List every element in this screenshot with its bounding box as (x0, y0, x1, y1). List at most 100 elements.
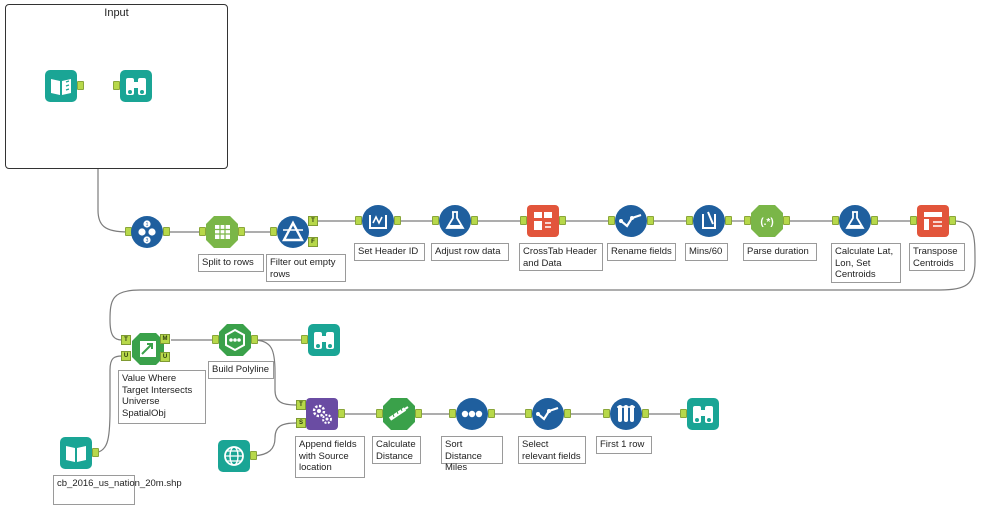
target-anchor[interactable]: T (296, 400, 306, 410)
output-anchor[interactable] (338, 409, 345, 418)
record-id-icon: 1 3 (131, 216, 163, 248)
crosstab-tool[interactable] (527, 205, 559, 237)
formula-tool[interactable] (693, 205, 725, 237)
output-anchor[interactable] (949, 216, 956, 225)
multi-row-formula-tool[interactable] (362, 205, 394, 237)
input-data-tool[interactable] (45, 70, 77, 102)
regex-icon: (.*) (751, 205, 783, 237)
input-anchor[interactable] (212, 335, 219, 344)
tool-annotation: Parse duration (743, 243, 817, 261)
tool-annotation: Split to rows (198, 254, 264, 272)
regex-tool[interactable]: (.*) (751, 205, 783, 237)
input-anchor[interactable] (910, 216, 917, 225)
input-anchor[interactable] (199, 227, 206, 236)
record-id-tool[interactable]: 1 3 (131, 216, 163, 248)
spatial-object-input-tool[interactable] (218, 440, 250, 472)
input-anchor[interactable] (301, 335, 308, 344)
distance-tool[interactable] (383, 398, 415, 430)
unmatched-anchor[interactable]: U (160, 352, 170, 362)
output-anchor[interactable] (783, 216, 790, 225)
sort-tool[interactable] (456, 398, 488, 430)
select-tool[interactable] (615, 205, 647, 237)
binoculars-icon (687, 398, 719, 430)
test-tubes-icon (610, 398, 642, 430)
output-anchor[interactable] (394, 216, 401, 225)
output-anchor[interactable] (871, 216, 878, 225)
flask-icon (439, 205, 471, 237)
tool-annotation: Calculate Lat, Lon, Set Centroids (831, 243, 901, 283)
browse-tool[interactable] (308, 324, 340, 356)
globe-icon (218, 440, 250, 472)
formula-tool[interactable] (839, 205, 871, 237)
browse-tool[interactable] (120, 70, 152, 102)
checkmark-icon (532, 398, 564, 430)
formula-tool[interactable] (439, 205, 471, 237)
input-data-tool[interactable] (60, 437, 92, 469)
sample-tool[interactable] (610, 398, 642, 430)
matched-anchor[interactable]: M (160, 334, 170, 344)
input-anchor[interactable] (270, 227, 277, 236)
universe-anchor[interactable]: U (121, 351, 131, 361)
browse-tool[interactable] (687, 398, 719, 430)
book-icon (45, 70, 77, 102)
output-anchor[interactable] (559, 216, 566, 225)
connection (249, 422, 297, 457)
transpose-tool[interactable] (917, 205, 949, 237)
input-anchor[interactable] (680, 409, 687, 418)
target-anchor[interactable]: T (121, 335, 131, 345)
output-anchor[interactable] (488, 409, 495, 418)
input-anchor[interactable] (520, 216, 527, 225)
tool-annotation: First 1 row (596, 436, 652, 454)
spatial-match-tool[interactable] (132, 333, 164, 365)
tool-annotation: Adjust row data (431, 243, 509, 261)
input-anchor[interactable] (603, 409, 610, 418)
filter-tool[interactable] (277, 216, 309, 248)
input-anchor[interactable] (744, 216, 751, 225)
input-anchor[interactable] (686, 216, 693, 225)
source-anchor[interactable]: S (296, 418, 306, 428)
select-tool[interactable] (532, 398, 564, 430)
input-anchor[interactable] (432, 216, 439, 225)
append-fields-tool[interactable] (306, 398, 338, 430)
output-anchor[interactable] (415, 409, 422, 418)
flask-icon (839, 205, 871, 237)
output-anchor[interactable] (92, 448, 99, 457)
text-to-columns-tool[interactable] (206, 216, 238, 248)
output-anchor[interactable] (725, 216, 732, 225)
multi-row-formula-icon (362, 205, 394, 237)
false-anchor[interactable]: F (308, 237, 318, 247)
transpose-icon (917, 205, 949, 237)
tool-annotation: Calculate Distance (372, 436, 421, 464)
output-anchor[interactable] (647, 216, 654, 225)
output-anchor[interactable] (77, 81, 84, 90)
tool-annotation: Set Header ID (354, 243, 425, 261)
checkmark-icon (615, 205, 647, 237)
output-anchor[interactable] (163, 227, 170, 236)
input-anchor[interactable] (376, 409, 383, 418)
input-anchor[interactable] (355, 216, 362, 225)
tool-annotation: Append fields with Source location (295, 436, 365, 478)
output-anchor[interactable] (564, 409, 571, 418)
input-anchor[interactable] (525, 409, 532, 418)
input-anchor[interactable] (832, 216, 839, 225)
svg-text:(.*): (.*) (760, 217, 773, 228)
output-anchor[interactable] (250, 451, 257, 460)
crosstab-icon (527, 205, 559, 237)
output-anchor[interactable] (642, 409, 649, 418)
split-rows-icon (206, 216, 238, 248)
container-title: Input (104, 7, 129, 19)
output-anchor[interactable] (238, 227, 245, 236)
input-anchor[interactable] (449, 409, 456, 418)
connection (252, 339, 297, 406)
input-anchor[interactable] (608, 216, 615, 225)
tool-annotation: Build Polyline (208, 361, 274, 379)
poly-build-tool[interactable] (219, 324, 251, 356)
true-anchor[interactable]: T (308, 216, 318, 226)
sort-icon (456, 398, 488, 430)
input-anchor[interactable] (113, 81, 120, 90)
output-anchor[interactable] (251, 335, 258, 344)
tool-annotation: Select relevant fields (518, 436, 586, 464)
output-anchor[interactable] (471, 216, 478, 225)
